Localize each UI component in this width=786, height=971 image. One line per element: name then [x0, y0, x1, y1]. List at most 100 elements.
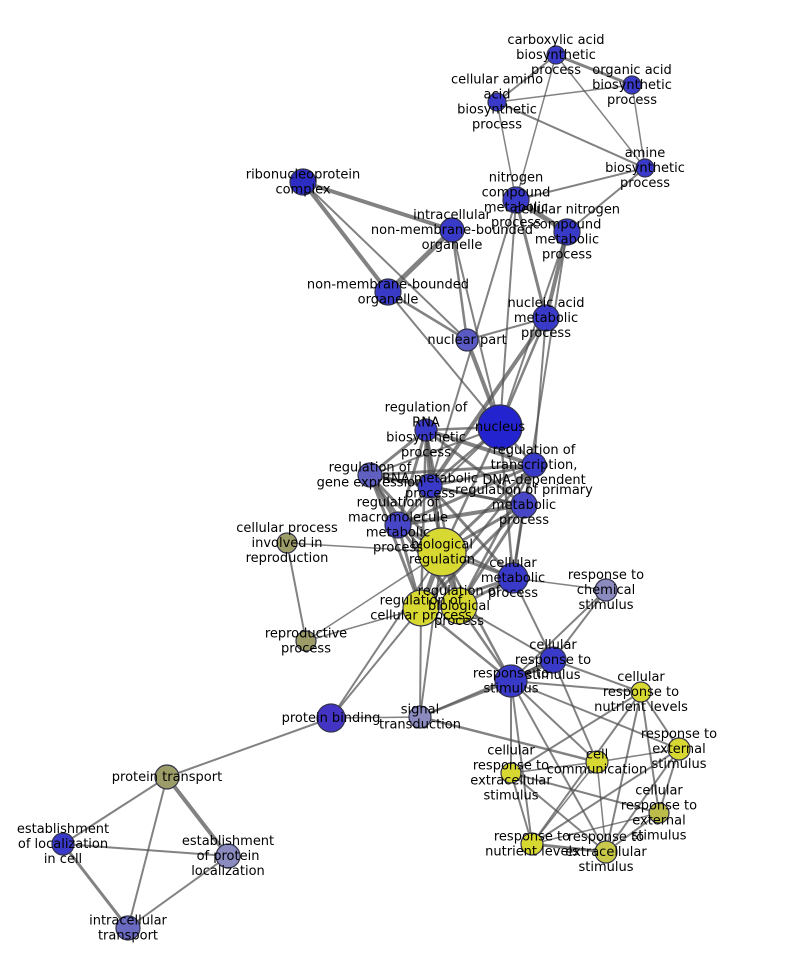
node-circle[interactable] [402, 589, 440, 627]
edge-response-to-stimulus--response-to-external-stimulus [510, 680, 680, 750]
edge-organic-acid-biosynthetic-process--amine-biosynthetic-process [631, 84, 646, 169]
node-circle[interactable] [630, 681, 652, 703]
edge-response-to-chemical-stimulus--response-to-stimulus [510, 589, 607, 682]
edge-carboxylic-acid-biosynthetic-process--amine-biosynthetic-process [555, 54, 646, 169]
node-circle[interactable] [51, 832, 75, 856]
node-circle[interactable] [594, 840, 618, 864]
node-circle[interactable] [502, 186, 530, 214]
node-circle[interactable] [439, 217, 465, 243]
edge-cellular-nitrogen-compound-metabolic-process--nucleus [499, 231, 568, 428]
node-reproductive-process[interactable] [295, 630, 317, 652]
node-protein-binding[interactable] [316, 703, 346, 733]
edge-cell-communication--response-to-extracellular-stimulus [596, 761, 607, 853]
node-circle[interactable] [648, 802, 670, 824]
node-circle[interactable] [414, 418, 438, 442]
node-intracellular-non-membrane-bounded-organelle[interactable] [439, 217, 465, 243]
node-circle[interactable] [154, 764, 180, 790]
node-circle[interactable] [408, 705, 432, 729]
node-circle[interactable] [500, 762, 522, 784]
node-circle[interactable] [520, 832, 544, 856]
edge-regulation-of-rna-biosynthetic-process--regulation-of-transcription-dna-dependent [424, 428, 536, 467]
node-establishment-of-localization-in-cell[interactable] [51, 832, 75, 856]
node-circle[interactable] [455, 328, 479, 352]
node-circle[interactable] [374, 278, 402, 306]
node-amine-biosynthetic-process[interactable] [635, 158, 655, 178]
node-circle[interactable] [384, 511, 412, 539]
node-nuclear-part[interactable] [455, 328, 479, 352]
node-regulation-of-gene-expression[interactable] [357, 462, 383, 488]
node-circle[interactable] [417, 527, 467, 577]
node-response-to-nutrient-levels[interactable] [520, 832, 544, 856]
node-circle[interactable] [521, 452, 547, 478]
node-cellular-amino-acid-biosynthetic-process[interactable] [487, 92, 507, 112]
node-establishment-of-protein-localization[interactable] [215, 843, 241, 869]
node-regulation-of-cellular-process[interactable] [402, 589, 440, 627]
edge-biological-regulation--signal-transduction [419, 551, 443, 718]
node-regulation-of-primary-metabolic-process[interactable] [510, 491, 538, 519]
node-nucleus[interactable] [477, 404, 523, 450]
node-circle[interactable] [440, 587, 478, 625]
node-circle[interactable] [622, 75, 642, 95]
node-response-to-external-stimulus[interactable] [667, 737, 691, 761]
node-circle[interactable] [494, 664, 528, 698]
node-response-to-chemical-stimulus[interactable] [594, 578, 618, 602]
node-regulation-of-rna-biosynthetic-process[interactable] [414, 418, 438, 442]
node-circle[interactable] [115, 915, 141, 941]
edge-protein-transport--establishment-of-protein-localization [165, 775, 230, 858]
node-circle[interactable] [316, 703, 346, 733]
node-rna-metabolic-process[interactable] [417, 473, 443, 499]
node-intracellular-transport[interactable] [115, 915, 141, 941]
node-cellular-nitrogen-compound-metabolic-process[interactable] [553, 218, 581, 246]
node-circle[interactable] [477, 404, 523, 450]
node-response-to-extracellular-stimulus[interactable] [594, 840, 618, 864]
node-ribonucleoprotein-complex[interactable] [289, 168, 317, 196]
node-circle[interactable] [417, 473, 443, 499]
node-regulation-of-macromolecule-metabolic-process[interactable] [384, 511, 412, 539]
node-circle[interactable] [215, 843, 241, 869]
node-protein-transport[interactable] [154, 764, 180, 790]
node-non-membrane-bounded-organelle[interactable] [374, 278, 402, 306]
node-circle[interactable] [539, 646, 567, 674]
node-cellular-response-to-extracellular-stimulus[interactable] [500, 762, 522, 784]
node-circle[interactable] [295, 630, 317, 652]
node-nitrogen-compound-metabolic-process[interactable] [502, 186, 530, 214]
node-circle[interactable] [276, 532, 298, 554]
edge-cellular-amino-acid-biosynthetic-process--amine-biosynthetic-process [496, 101, 646, 169]
node-circle[interactable] [532, 304, 560, 332]
node-circle[interactable] [594, 578, 618, 602]
edge-response-to-external-stimulus--response-to-nutrient-levels [531, 748, 680, 845]
node-cell-communication[interactable] [585, 750, 609, 774]
edge-nucleic-acid-metabolic-process--rna-metabolic-process [428, 316, 548, 488]
node-circle[interactable] [357, 462, 383, 488]
edge-cellular-response-to-stimulus--cellular-response-to-nutrient-levels [552, 659, 642, 693]
node-circle[interactable] [635, 158, 655, 178]
node-circle[interactable] [585, 750, 609, 774]
node-nucleic-acid-metabolic-process[interactable] [532, 304, 560, 332]
edge-intracellular-non-membrane-bounded-organelle--nuclear-part [450, 228, 469, 342]
node-signal-transduction[interactable] [408, 705, 432, 729]
node-cellular-metabolic-process[interactable] [497, 562, 529, 594]
node-biological-regulation[interactable] [417, 527, 467, 577]
node-circle[interactable] [289, 168, 317, 196]
edge-regulation-of-cellular-process--reproductive-process [305, 607, 422, 642]
node-cellular-response-to-stimulus[interactable] [539, 646, 567, 674]
node-circle[interactable] [667, 737, 691, 761]
node-circle[interactable] [553, 218, 581, 246]
node-circle[interactable] [487, 92, 507, 112]
node-cellular-response-to-external-stimulus[interactable] [648, 802, 670, 824]
edge-response-to-chemical-stimulus--cellular-response-to-stimulus [552, 589, 607, 661]
node-circle[interactable] [497, 562, 529, 594]
edge-ribonucleoprotein-complex--non-membrane-bounded-organelle [301, 180, 390, 294]
node-response-to-stimulus[interactable] [494, 664, 528, 698]
edge-response-to-external-stimulus--response-to-extracellular-stimulus [605, 748, 680, 853]
node-regulation-of-biological-process[interactable] [440, 587, 478, 625]
node-cellular-response-to-nutrient-levels[interactable] [630, 681, 652, 703]
node-carboxylic-acid-biosynthetic-process[interactable] [546, 45, 566, 65]
node-circle[interactable] [546, 45, 566, 65]
node-organic-acid-biosynthetic-process[interactable] [622, 75, 642, 95]
edge-response-to-stimulus--cellular-response-to-nutrient-levels [510, 680, 642, 693]
node-regulation-of-transcription-dna-dependent[interactable] [521, 452, 547, 478]
edge-protein-transport--establishment-of-localization-in-cell [62, 776, 168, 845]
node-cellular-process-involved-in-reproduction[interactable] [276, 532, 298, 554]
node-circle[interactable] [510, 491, 538, 519]
